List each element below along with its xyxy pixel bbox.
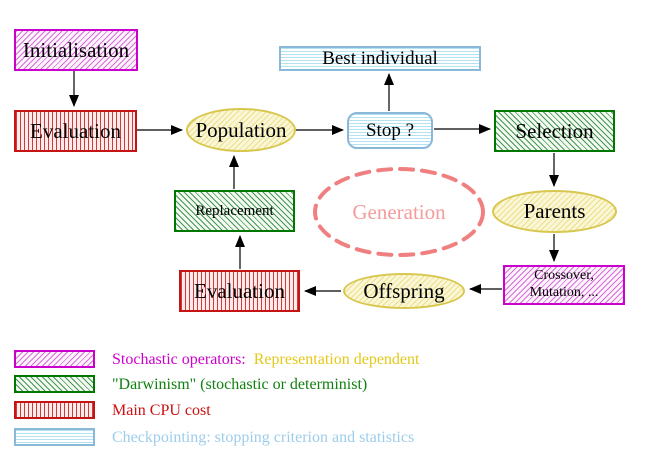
node-population: Population xyxy=(186,108,296,152)
node-selection-label: Selection xyxy=(515,118,594,143)
node-evaluation-top: Evaluation xyxy=(14,110,137,152)
node-replacement-label: Replacement xyxy=(195,202,274,219)
node-parents: Parents xyxy=(492,190,617,233)
legend-swatch-magenta-hatch xyxy=(14,350,95,368)
node-stop: Stop ? xyxy=(347,112,433,149)
legend-swatch-red-stripes xyxy=(14,401,95,419)
node-generation-label: Generation xyxy=(352,200,446,224)
node-evaluation-bottom: Evaluation xyxy=(179,270,300,312)
node-population-label: Population xyxy=(195,117,287,142)
node-offspring: Offspring xyxy=(343,273,465,309)
legend-text-stochastic: Stochastic operators: Representation dep… xyxy=(112,350,419,369)
legend-text-checkpointing: Checkpointing: stopping criterion and st… xyxy=(112,429,415,446)
node-initialisation-label: Initialisation xyxy=(22,37,130,62)
node-crossover-line1: Crossover, xyxy=(534,268,594,284)
node-best-individual-label: Best individual xyxy=(322,47,438,69)
legend-text-stochastic-part2: Representation dependent xyxy=(245,351,420,368)
legend-swatch-green-hatch xyxy=(14,375,95,393)
legend-text-darwinism: "Darwinism" (stochastic or determinist) xyxy=(112,376,368,393)
node-evaluation-top-label: Evaluation xyxy=(30,118,121,143)
node-crossover-line2: Mutation, ... xyxy=(529,285,599,300)
node-selection: Selection xyxy=(494,110,615,152)
node-initialisation: Initialisation xyxy=(14,29,138,71)
node-stop-label: Stop ? xyxy=(365,119,415,141)
node-parents-label: Parents xyxy=(523,199,586,223)
legend-text-stochastic-part1: Stochastic operators: xyxy=(112,351,246,368)
legend-text-cpu-cost: Main CPU cost xyxy=(112,402,211,419)
node-crossover-mutation: Crossover, Mutation, ... xyxy=(503,265,625,305)
node-offspring-label: Offspring xyxy=(363,278,445,303)
node-generation: Generation xyxy=(315,170,483,255)
legend-swatch-cyan-lines xyxy=(14,428,95,446)
node-replacement: Replacement xyxy=(174,190,295,232)
node-evaluation-bottom-label: Evaluation xyxy=(194,278,285,303)
node-best-individual: Best individual xyxy=(279,46,481,71)
